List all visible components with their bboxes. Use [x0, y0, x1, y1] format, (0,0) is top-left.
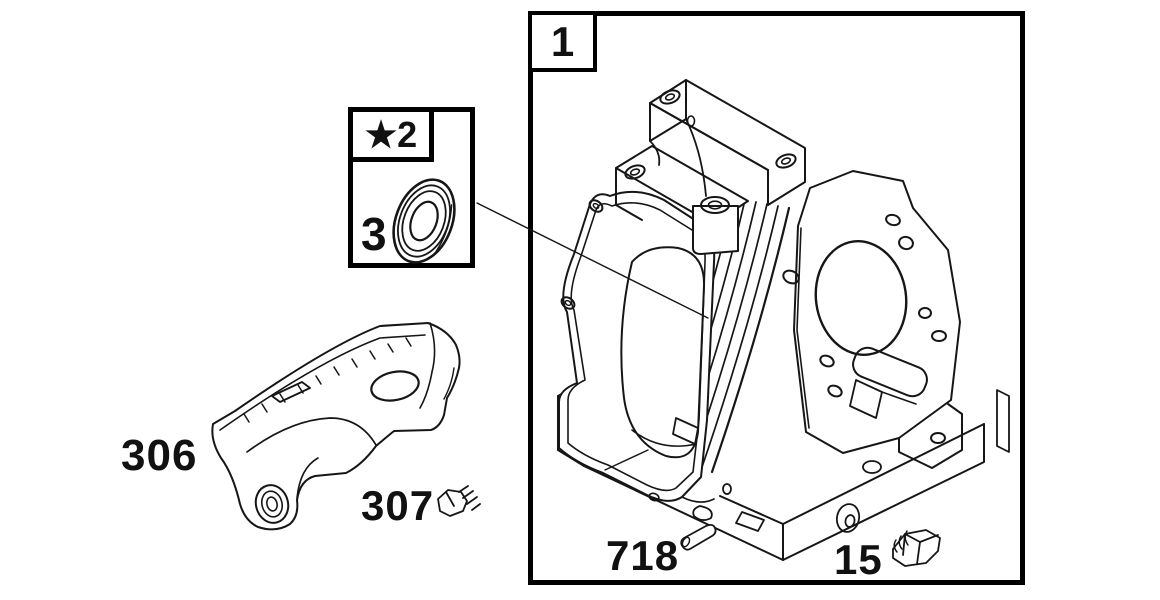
label-307: 307 — [361, 482, 435, 529]
label-718: 718 — [606, 532, 680, 579]
label-15: 15 — [834, 536, 883, 583]
label-306: 306 — [121, 431, 198, 480]
screw-307-drawing — [437, 485, 481, 517]
callout-1-box: 1 — [528, 11, 597, 72]
callout-2-box: ★2 — [348, 107, 434, 162]
callout-3-label: 3 — [361, 208, 388, 260]
main-assembly-frame — [528, 11, 1025, 585]
cover-rib-ticks — [243, 337, 412, 423]
callout-1-label: 1 — [550, 17, 575, 65]
callout-2-label: ★2 — [364, 113, 418, 155]
